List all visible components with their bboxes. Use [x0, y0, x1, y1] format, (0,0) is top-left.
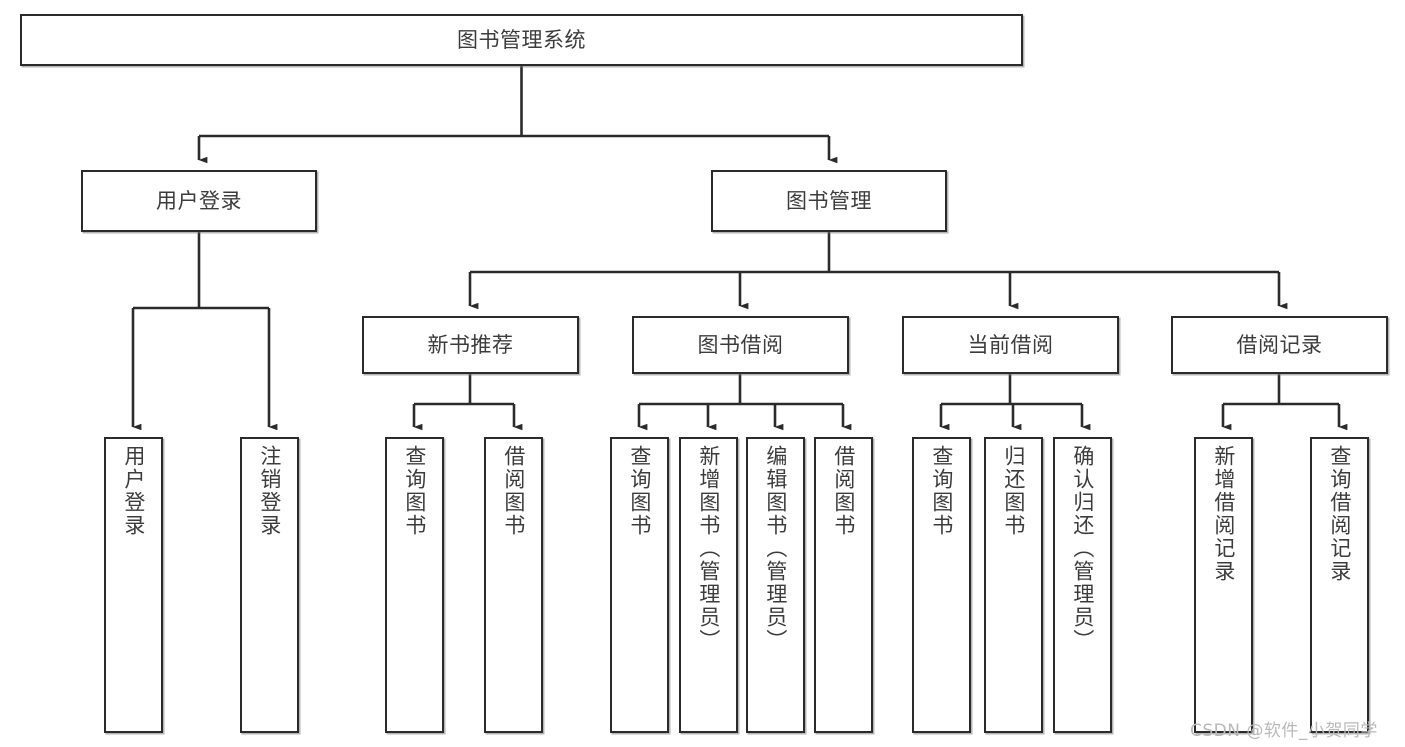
- leaf-borrow-books-recommend[interactable]: 借阅图书: [484, 437, 543, 733]
- node-label: 借阅记录: [1236, 332, 1323, 357]
- node-label: 图书管理: [786, 188, 872, 213]
- leaf-query-books-current[interactable]: 查询图书: [912, 437, 971, 733]
- node-root-system[interactable]: 图书管理系统: [20, 14, 1023, 66]
- leaf-return-books[interactable]: 归还图书: [984, 437, 1043, 733]
- node-label: 查询图书: [627, 445, 652, 537]
- node-label: 归还图书: [1001, 445, 1026, 537]
- node-current-borrow[interactable]: 当前借阅: [902, 316, 1119, 374]
- node-label: 借阅图书: [501, 445, 526, 537]
- leaf-edit-book-admin[interactable]: 编辑图书（管理员）: [746, 437, 805, 733]
- node-borrow-record[interactable]: 借阅记录: [1171, 316, 1388, 374]
- connector-group-borrow-record: [1221, 374, 1348, 431]
- csdn-watermark: CSDN @软件_小贺同学: [1190, 721, 1378, 741]
- connector-group-user-login: [131, 232, 278, 431]
- node-label: 当前借阅: [967, 332, 1054, 357]
- leaf-confirm-return-admin[interactable]: 确认归还（管理员）: [1053, 437, 1112, 733]
- leaf-query-borrow-record[interactable]: 查询借阅记录: [1310, 437, 1369, 733]
- connector-group-current-borrow: [939, 374, 1091, 431]
- leaf-query-books-recommend[interactable]: 查询图书: [385, 437, 444, 733]
- connector-group-book-management: [468, 232, 1288, 310]
- node-label: 新增借阅记录: [1211, 445, 1236, 583]
- node-label: 查询借阅记录: [1327, 445, 1352, 583]
- connector-group-root: [197, 66, 838, 164]
- leaf-query-books-borrow[interactable]: 查询图书: [610, 437, 669, 733]
- node-label: 用户登录: [156, 188, 242, 213]
- node-label: 图书管理系统: [457, 27, 586, 52]
- leaf-borrow-books[interactable]: 借阅图书: [814, 437, 873, 733]
- node-label: 查询图书: [929, 445, 954, 537]
- leaf-logout[interactable]: 注销登录: [240, 437, 299, 733]
- node-book-management[interactable]: 图书管理: [711, 170, 947, 232]
- node-label: 查询图书: [402, 445, 427, 537]
- leaf-add-borrow-record[interactable]: 新增借阅记录: [1194, 437, 1253, 733]
- node-label: 新书推荐: [427, 332, 514, 357]
- connector-group-book-borrow: [637, 374, 852, 431]
- node-new-book-recommend[interactable]: 新书推荐: [362, 316, 579, 374]
- leaf-user-login[interactable]: 用户登录: [104, 437, 163, 733]
- node-label: 新增图书（管理员）: [696, 445, 721, 652]
- node-label: 用户登录: [121, 445, 146, 537]
- node-label: 注销登录: [257, 445, 282, 537]
- leaf-add-book-admin[interactable]: 新增图书（管理员）: [679, 437, 738, 733]
- node-user-login[interactable]: 用户登录: [81, 170, 317, 232]
- node-label: 确认归还（管理员）: [1070, 445, 1095, 652]
- node-label: 编辑图书（管理员）: [763, 445, 788, 652]
- connector-group-new-book: [412, 374, 523, 431]
- node-label: 借阅图书: [831, 445, 856, 537]
- node-label: 图书借阅: [697, 332, 784, 357]
- node-book-borrow[interactable]: 图书借阅: [632, 316, 849, 374]
